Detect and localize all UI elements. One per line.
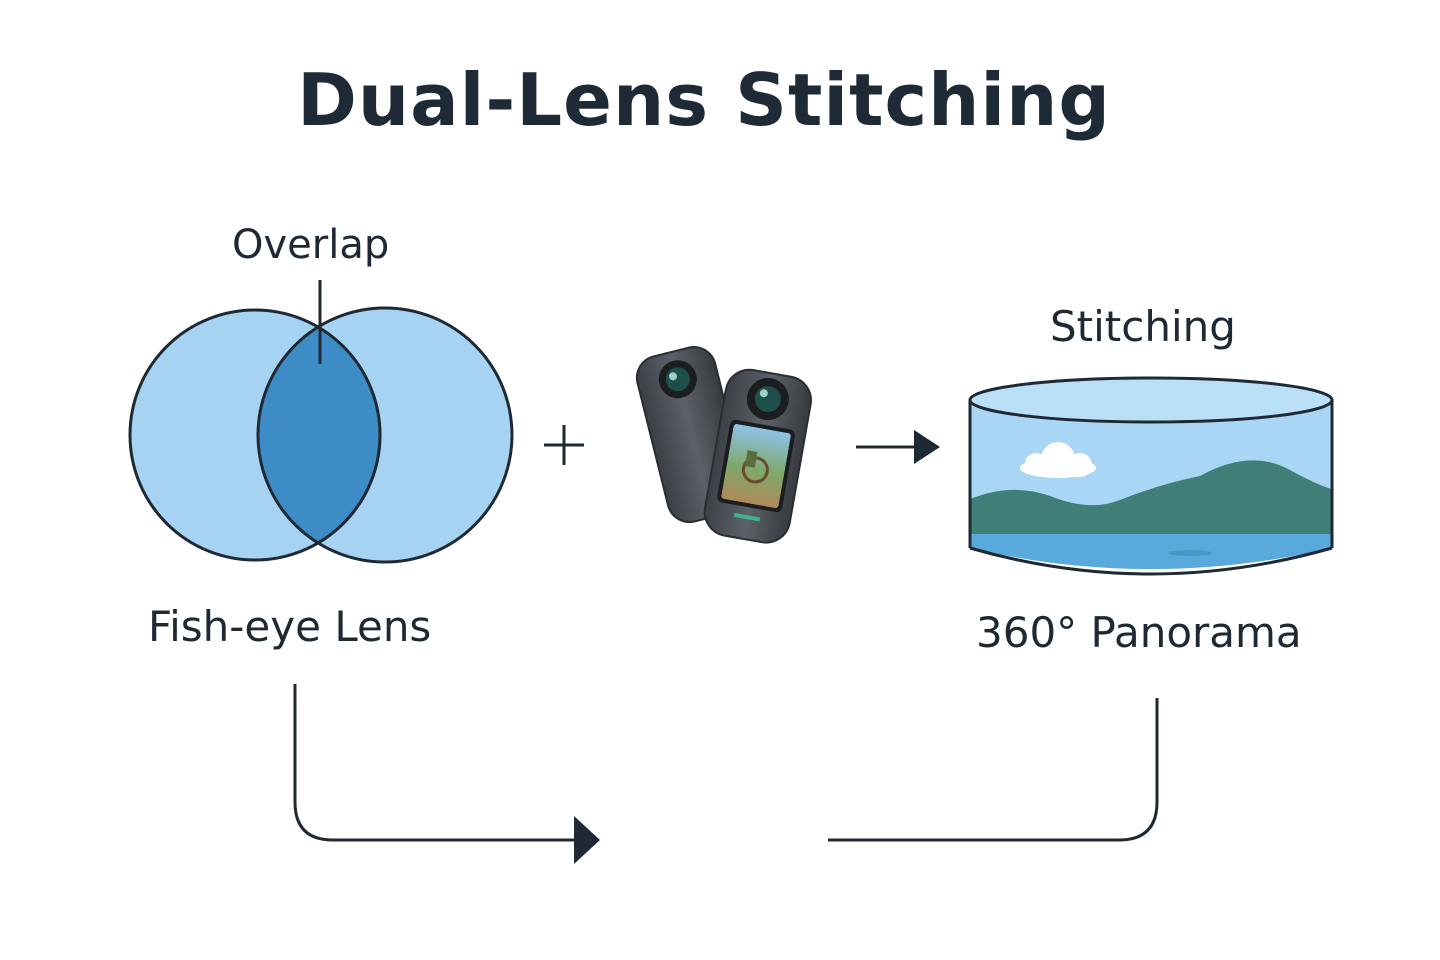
hills	[970, 460, 1332, 540]
overlap-label: Overlap	[232, 222, 390, 268]
stitching-label: Stitching	[1050, 302, 1236, 351]
overlapping-circles-icon	[128, 280, 514, 564]
cloud-icon	[1020, 442, 1096, 478]
plus-icon	[544, 425, 584, 465]
flow-connector-left	[293, 684, 600, 864]
panorama-label: 360° Panorama	[976, 608, 1302, 657]
fisheye-lens-label: Fish-eye Lens	[148, 602, 432, 651]
arrow-right-icon	[856, 430, 940, 464]
panorama-cylinder-icon	[968, 376, 1334, 576]
overlap-region	[258, 310, 380, 560]
360-camera-icon	[635, 346, 812, 544]
diagram-title: Dual-Lens Stitching	[297, 58, 1111, 142]
flow-connector-right	[828, 698, 1159, 842]
water	[970, 534, 1332, 569]
